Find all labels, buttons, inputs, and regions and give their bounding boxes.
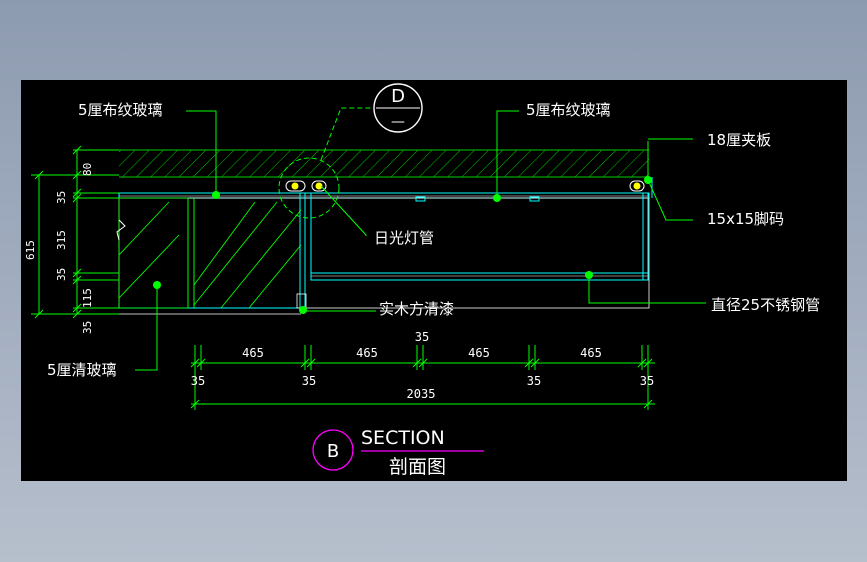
detail-callout-circle: [278, 157, 340, 219]
dim-v-35a: 35: [55, 191, 68, 204]
top-glass-strip: [118, 192, 650, 199]
left-glass-panel: [118, 197, 189, 309]
dim-v-80: 80: [81, 163, 94, 176]
dim-h-35-top: 35: [415, 330, 429, 344]
detail-marker-top: D: [391, 86, 405, 107]
dim-h-465-4: 465: [580, 346, 602, 360]
detail-marker-bottom: —: [391, 114, 405, 130]
glass-diagonal-hatch: [118, 201, 302, 309]
label-bracket: 15x15脚码: [707, 210, 784, 228]
label-fluorescent: 日光灯管: [374, 229, 434, 247]
dim-h-35-1: 35: [191, 374, 205, 388]
dim-v-35b: 35: [55, 268, 68, 281]
frame-verticals: [299, 177, 653, 308]
section-title: SECTION: [361, 427, 445, 449]
label-wood: 实木方清漆: [379, 300, 454, 318]
plywood-hatch: [119, 150, 649, 177]
frame-outer: [118, 197, 650, 309]
dim-v-total: 615: [24, 240, 37, 260]
section-subtitle: 剖面图: [389, 456, 446, 478]
dim-h-35-2: 35: [302, 374, 316, 388]
fluorescent-tube-mid: [311, 180, 327, 192]
section-drawing: D — 5厘布纹玻璃 5厘布纹玻璃 18厘夹板 15x15脚码 日光灯管 实木方…: [24, 83, 820, 478]
dim-h-total: 2035: [407, 387, 436, 401]
dim-h-465-2: 465: [356, 346, 378, 360]
label-top-right-glass: 5厘布纹玻璃: [526, 101, 611, 119]
dim-h-35-4: 35: [640, 374, 654, 388]
dim-v-35c: 35: [81, 321, 94, 334]
label-clear-glass: 5厘清玻璃: [47, 361, 117, 379]
section-marker-letter: B: [327, 441, 339, 462]
cad-drawing-canvas: D — 5厘布纹玻璃 5厘布纹玻璃 18厘夹板 15x15脚码 日光灯管 实木方…: [21, 80, 847, 481]
steel-tube-outline: [310, 272, 649, 281]
fluorescent-tube-left: [285, 180, 306, 192]
leaders: [135, 110, 706, 371]
vertical-dimensions: [31, 145, 119, 319]
dim-v-115: 115: [81, 288, 94, 308]
break-line: [116, 219, 126, 241]
label-plywood: 18厘夹板: [707, 131, 771, 149]
label-steel-tube: 直径25不锈钢管: [711, 296, 820, 314]
dim-h-465-1: 465: [242, 346, 264, 360]
leader-dots: [153, 176, 652, 314]
section-marker: B: [312, 429, 354, 471]
detail-marker: D —: [373, 83, 423, 133]
bracket-block-right: [529, 196, 540, 202]
dim-v-315: 315: [55, 230, 68, 250]
detail-callout-leader: [320, 107, 371, 161]
horizontal-ticks: [190, 358, 653, 409]
dim-h-465-3: 465: [468, 346, 490, 360]
dim-h-35-3: 35: [527, 374, 541, 388]
label-top-left-glass: 5厘布纹玻璃: [78, 101, 163, 119]
fluorescent-tube-right: [629, 180, 645, 192]
bracket-block-left: [415, 196, 426, 202]
